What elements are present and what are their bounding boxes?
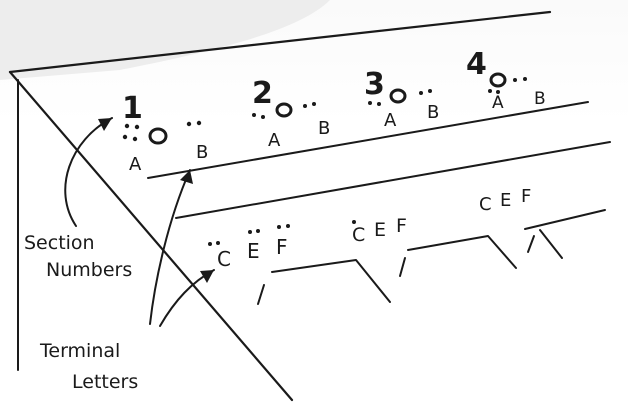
terminal-screw xyxy=(389,88,407,104)
section-number-1: 1 xyxy=(122,91,143,126)
terminal-bracket xyxy=(407,235,517,269)
terminal-group-3: C E F xyxy=(479,186,563,259)
terminal-letter-e: E xyxy=(374,219,386,241)
terminal-letter-e: E xyxy=(247,239,260,263)
terminal-letters-label-line1: Terminal xyxy=(39,340,120,362)
section-numbers-label-line1: Section xyxy=(24,232,95,254)
board-top-edge xyxy=(8,10,552,74)
terminal-tick xyxy=(527,235,535,253)
rule-line-1 xyxy=(147,101,589,179)
terminal-letter-c: C xyxy=(352,224,365,246)
terminal-letter-b: B xyxy=(427,102,439,123)
terminal-letter-a: A xyxy=(268,130,281,151)
terminal-letter-e: E xyxy=(500,190,511,211)
terminal-letter-f: F xyxy=(396,215,407,237)
terminal-letter-c: C xyxy=(479,194,492,215)
terminal-letters-label-line2: Letters xyxy=(72,371,138,393)
terminal-letters-arrow-to-b xyxy=(149,169,193,325)
terminal-letter-f: F xyxy=(276,235,288,259)
terminal-letter-b: B xyxy=(196,142,208,163)
section-numbers-label-line2: Numbers xyxy=(46,259,132,281)
section-numbers-arrow xyxy=(64,117,113,227)
terminal-tick xyxy=(399,257,406,277)
terminal-letter-b: B xyxy=(534,89,546,109)
terminal-letter-a: A xyxy=(129,154,142,175)
terminal-letter-f: F xyxy=(521,186,531,207)
section-3: 3 A B xyxy=(364,67,439,131)
terminal-group-2: C E F xyxy=(352,215,517,277)
rule-line-3 xyxy=(524,209,606,230)
terminal-screw xyxy=(275,102,293,118)
terminal-letter-c: C xyxy=(217,247,231,271)
terminal-bracket xyxy=(539,229,563,259)
terminal-screw xyxy=(489,72,507,88)
terminal-group-1: C E F xyxy=(208,224,391,305)
terminal-screw xyxy=(148,127,168,145)
terminal-letter-a: A xyxy=(492,93,504,113)
section-number-2: 2 xyxy=(252,76,273,111)
section-2: 2 A B xyxy=(252,76,330,151)
rule-line-2 xyxy=(175,141,611,219)
board-side-edge xyxy=(8,70,294,402)
section-1: 1 A B xyxy=(122,91,208,175)
terminal-letter-b: B xyxy=(318,118,330,139)
section-number-3: 3 xyxy=(364,67,385,102)
terminal-letter-a: A xyxy=(384,110,397,131)
section-4: 4 A B xyxy=(466,47,546,113)
section-number-4: 4 xyxy=(466,47,487,82)
terminal-tick xyxy=(257,284,265,305)
terminal-letters-arrow-to-c xyxy=(159,269,215,327)
background-smudge xyxy=(0,0,330,80)
terminal-bracket xyxy=(271,259,391,303)
